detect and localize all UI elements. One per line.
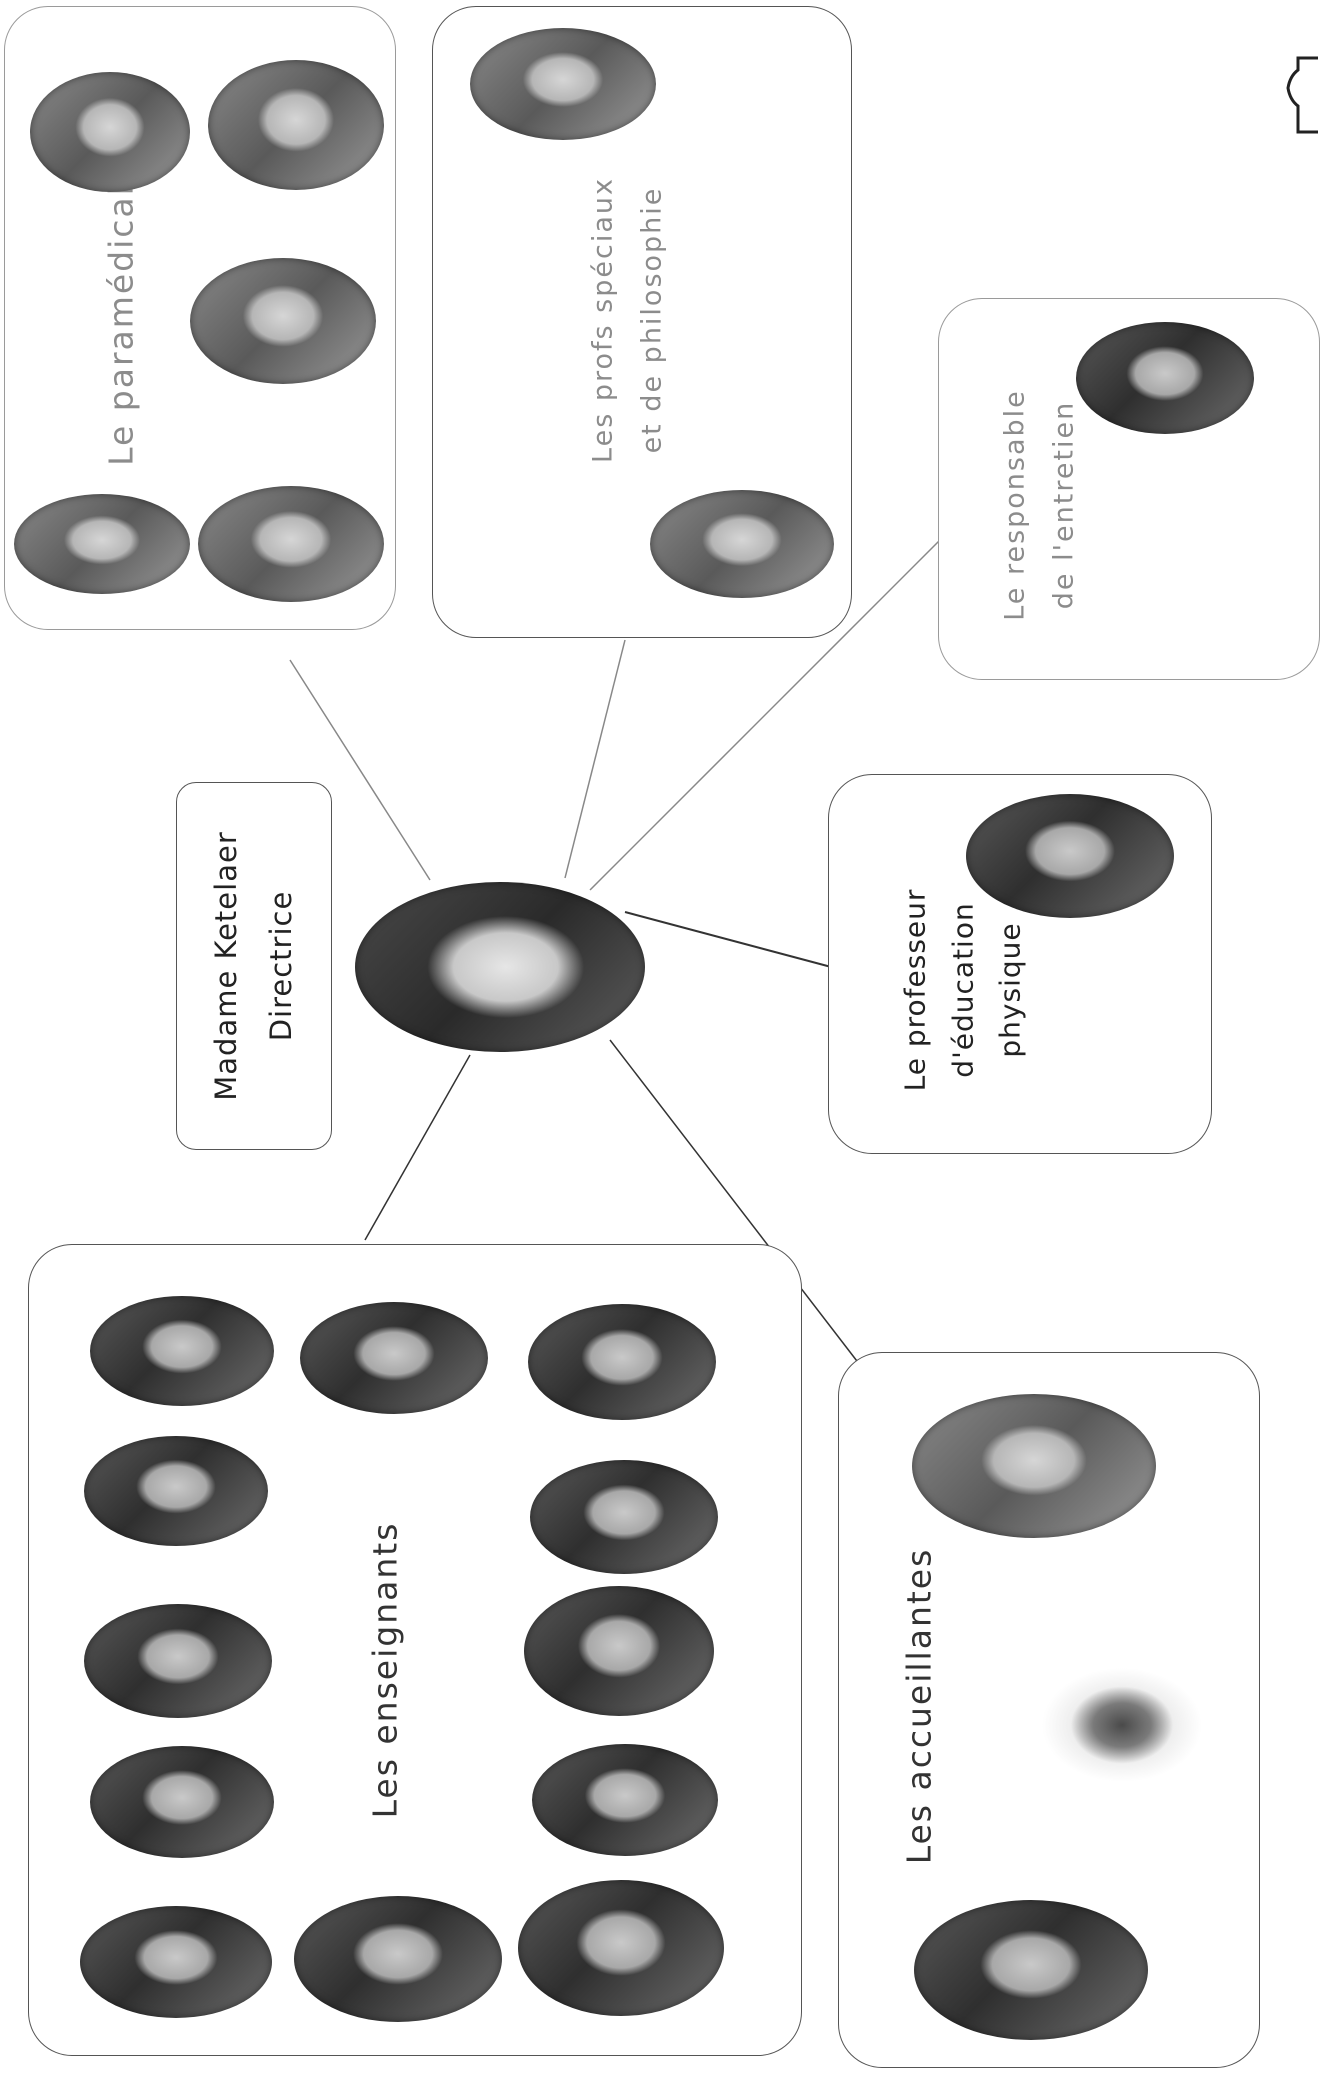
staff-photo [294,1896,502,2022]
staff-photo [208,60,384,190]
director-box [176,782,332,1150]
staff-photo [190,258,376,384]
group-title-entretien: Le responsable de l'entretien [991,389,1088,621]
profs-speciaux-line2: et de philosophie [636,186,667,454]
staff-photo [912,1394,1156,1538]
staff-photo [84,1436,268,1546]
staff-photo [532,1744,718,1856]
director-name: Madame Ketelaer [208,831,243,1101]
director-role: Directrice [264,890,298,1042]
connector-entretien [589,534,946,891]
staff-photo [1076,322,1254,434]
staff-photo [530,1460,718,1574]
connector-paramedical [289,659,431,881]
staff-photo [518,1880,724,2016]
education-physique-line2: d'éducation [946,902,980,1078]
staff-photo [198,486,384,602]
connector-accueillantes [609,1039,861,1366]
connector-profs-speciaux [564,639,626,879]
entretien-line2: de l'entretien [1048,400,1079,610]
staff-photo [650,490,834,598]
profs-speciaux-line1: Les profs spéciaux [587,177,619,463]
group-title-paramedical: Le paramédical [101,184,141,466]
staff-photo [528,1304,716,1420]
group-title-enseignants: Les enseignants [365,1521,405,1819]
staff-photo [470,28,656,140]
staff-photo [30,72,190,192]
staff-photo [90,1296,274,1406]
staff-photo [1028,1658,1216,1792]
group-title-education-physique: Le professeur d'éducation physique [892,889,1035,1092]
director-photo [355,882,645,1052]
connector-education-physique [624,911,836,969]
staff-photo [90,1746,274,1858]
staff-photo [914,1900,1148,2040]
corner-mark-icon [1286,56,1318,134]
staff-photo [524,1586,714,1716]
education-physique-line3: physique [993,922,1027,1058]
director-label: Madame Ketelaer Directrice [199,831,309,1101]
connector-enseignants [364,1054,471,1241]
education-physique-line1: Le professeur [898,888,932,1092]
entretien-line1: Le responsable [999,389,1031,621]
staff-photo [14,494,190,594]
staff-photo [80,1906,272,2018]
group-title-profs-speciaux: Les profs spéciaux et de philosophie [579,177,676,463]
group-title-accueillantes: Les accueillantes [899,1547,939,1865]
staff-photo [966,794,1174,918]
staff-photo [84,1604,272,1718]
staff-photo [300,1302,488,1414]
